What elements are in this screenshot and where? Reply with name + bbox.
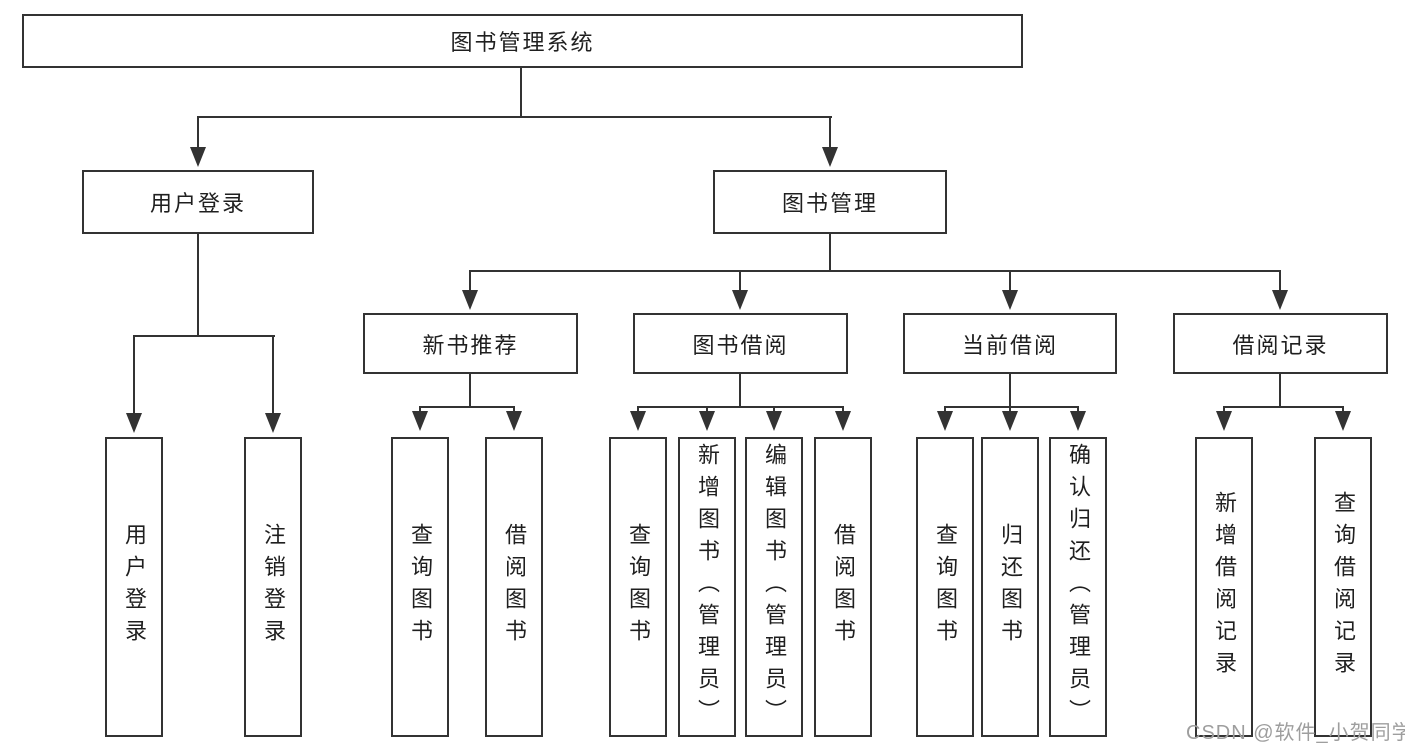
leaf-bb-query-books: 查询图书 — [609, 437, 667, 737]
connector-line — [1279, 270, 1281, 293]
node-book-management: 图书管理 — [713, 170, 947, 234]
connector-line — [469, 270, 471, 293]
arrowhead-down — [766, 411, 782, 431]
arrowhead-down — [630, 411, 646, 431]
arrowhead-down — [1216, 411, 1232, 431]
connector-line — [1009, 406, 1011, 414]
connector-line — [133, 336, 135, 414]
leaf-label: 查询图书 — [933, 523, 958, 651]
connector-line — [773, 406, 775, 414]
node-new-book-recommend: 新书推荐 — [363, 313, 578, 374]
node-user-login: 用户登录 — [82, 170, 314, 234]
leaf-rec-query-books: 查询图书 — [391, 437, 449, 737]
connector-line — [197, 116, 832, 118]
connector-line — [197, 234, 199, 336]
leaf-label: 查询借阅记录 — [1331, 491, 1356, 683]
leaf-br-query-record: 查询借阅记录 — [1314, 437, 1372, 737]
connector-line — [1077, 406, 1079, 414]
leaf-label: 借阅图书 — [831, 523, 856, 651]
leaf-label: 新增图书（管理员） — [695, 443, 720, 731]
connector-line — [842, 406, 844, 414]
connector-line — [829, 234, 831, 271]
node-borrow-records: 借阅记录 — [1173, 313, 1388, 374]
arrowhead-down — [462, 290, 478, 310]
connector-line — [944, 406, 946, 414]
leaf-user-login: 用户登录 — [105, 437, 163, 737]
arrowhead-down — [835, 411, 851, 431]
connector-line — [520, 68, 522, 117]
node-book-borrow: 图书借阅 — [633, 313, 848, 374]
arrowhead-down — [506, 411, 522, 431]
leaf-logout: 注销登录 — [244, 437, 302, 737]
arrowhead-down — [732, 290, 748, 310]
arrowhead-down — [1002, 411, 1018, 431]
leaf-label: 注销登录 — [261, 523, 286, 651]
connector-line — [1279, 374, 1281, 407]
connector-line — [272, 336, 274, 414]
node-current-borrow: 当前借阅 — [903, 313, 1117, 374]
arrowhead-down — [265, 413, 281, 433]
leaf-label: 新增借阅记录 — [1212, 491, 1237, 683]
connector-line — [1009, 270, 1011, 293]
leaf-rec-borrow-books: 借阅图书 — [485, 437, 543, 737]
leaf-label: 查询图书 — [408, 523, 433, 651]
leaf-label: 借阅图书 — [502, 523, 527, 651]
arrowhead-down — [1272, 290, 1288, 310]
connector-line — [944, 406, 1079, 408]
connector-line — [513, 406, 515, 414]
connector-line — [197, 116, 199, 149]
connector-line — [637, 406, 844, 408]
leaf-bb-borrow-books: 借阅图书 — [814, 437, 872, 737]
leaf-label: 归还图书 — [998, 523, 1023, 651]
arrowhead-down — [412, 411, 428, 431]
arrowhead-down — [190, 147, 206, 167]
connector-line — [1223, 406, 1225, 414]
connector-line — [739, 374, 741, 407]
csdn-watermark: CSDN @软件_小贺同学 — [1186, 722, 1405, 744]
leaf-bb-add-books-admin: 新增图书（管理员） — [678, 437, 736, 737]
leaf-bb-edit-books-admin: 编辑图书（管理员） — [745, 437, 803, 737]
connector-line — [419, 406, 515, 408]
connector-line — [133, 335, 275, 337]
leaf-label: 编辑图书（管理员） — [762, 443, 787, 731]
connector-line — [469, 374, 471, 407]
leaf-label: 确认归还（管理员） — [1066, 443, 1091, 731]
leaf-cb-return-books: 归还图书 — [981, 437, 1039, 737]
connector-line — [829, 116, 831, 149]
arrowhead-down — [699, 411, 715, 431]
connector-line — [1342, 406, 1344, 414]
connector-line — [469, 270, 1281, 272]
arrowhead-down — [937, 411, 953, 431]
arrowhead-down — [822, 147, 838, 167]
leaf-cb-query-books: 查询图书 — [916, 437, 974, 737]
leaf-label: 查询图书 — [626, 523, 651, 651]
connector-line — [637, 406, 639, 414]
arrowhead-down — [1002, 290, 1018, 310]
arrowhead-down — [1070, 411, 1086, 431]
leaf-br-add-record: 新增借阅记录 — [1195, 437, 1253, 737]
node-root: 图书管理系统 — [22, 14, 1023, 68]
connector-line — [1009, 374, 1011, 407]
arrowhead-down — [1335, 411, 1351, 431]
connector-line — [706, 406, 708, 414]
leaf-label: 用户登录 — [122, 523, 147, 651]
arrowhead-down — [126, 413, 142, 433]
leaf-cb-confirm-return-admin: 确认归还（管理员） — [1049, 437, 1107, 737]
connector-line — [1223, 406, 1344, 408]
connector-line — [419, 406, 421, 414]
connector-line — [739, 270, 741, 293]
